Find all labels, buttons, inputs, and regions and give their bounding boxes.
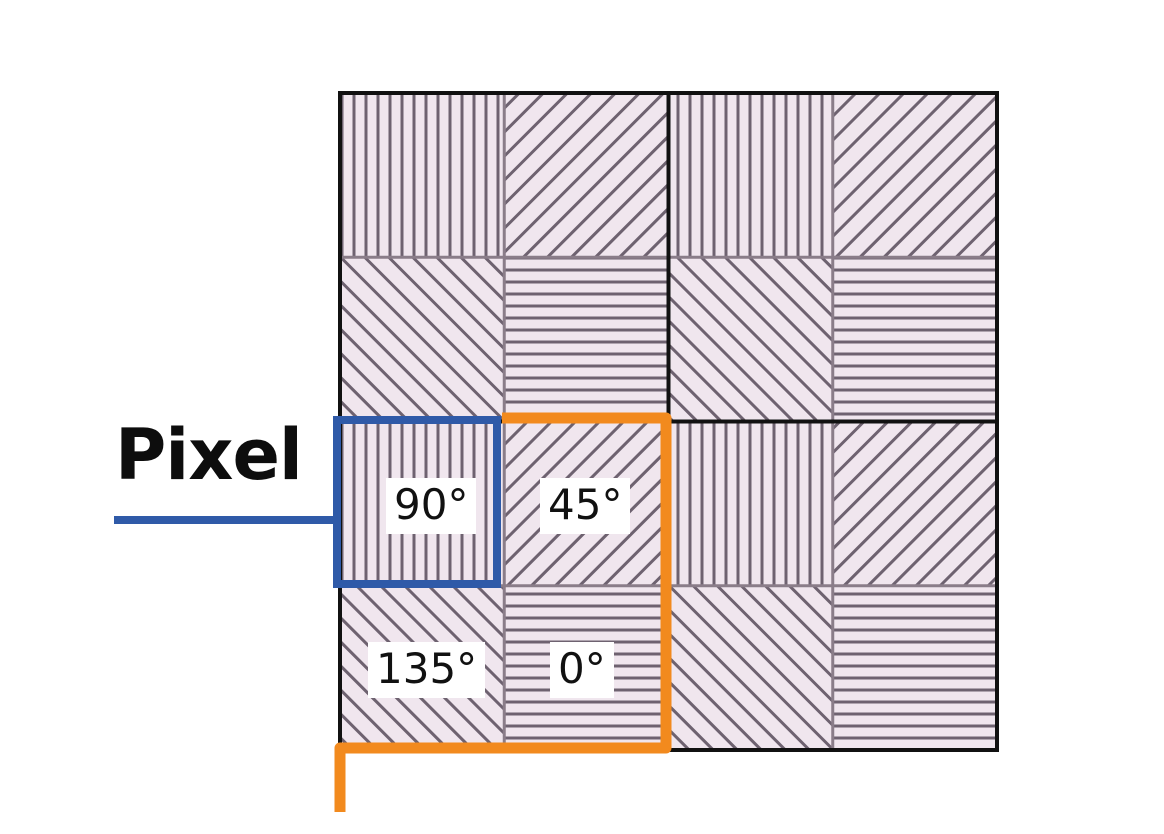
angle-label-45: 45° <box>540 478 631 534</box>
polarizer-hatch-90 <box>668 93 833 258</box>
polarizer-hatch-90 <box>340 93 505 258</box>
polarizer-hatch-0 <box>504 257 669 422</box>
angle-label-135: 135° <box>368 642 486 698</box>
polarizer-hatch-45 <box>504 93 669 258</box>
pixel-label: Pixel <box>115 414 303 496</box>
polarizer-hatch-135 <box>668 257 833 422</box>
superpixel-highlight <box>334 412 672 812</box>
pixel-highlight <box>333 416 501 588</box>
polarizer-hatch-0 <box>832 585 997 750</box>
angle-label-90: 90° <box>386 478 477 534</box>
polarizer-hatch-45 <box>832 421 997 586</box>
polarizer-hatch-135 <box>668 585 833 750</box>
angle-label-0: 0° <box>550 642 614 698</box>
polarizer-hatch-45 <box>832 93 997 258</box>
polarizer-hatch-0 <box>832 257 997 422</box>
polarizer-hatch-90 <box>668 421 833 586</box>
polarizer-hatch-135 <box>340 257 505 422</box>
